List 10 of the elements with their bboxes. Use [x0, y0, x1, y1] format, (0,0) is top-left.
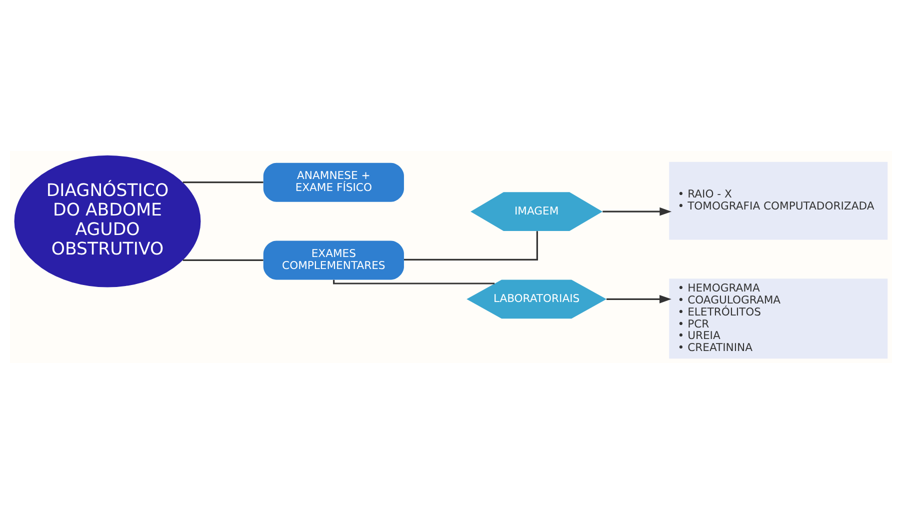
arrow	[606, 295, 672, 304]
connector	[182, 182, 264, 184]
node-box: • RAIO - X • TOMOGRAFIA COMPUTADORIZADA	[669, 162, 888, 240]
connector	[182, 259, 264, 262]
arrow	[602, 207, 672, 216]
node-box: ANAMNESE + EXAME FÍSICO	[263, 162, 404, 202]
node-ellipse: DIAGNÓSTICO DO ABDOME AGUDO OBSTRUTIVO	[14, 155, 201, 288]
node-box: EXAMES COMPLEMENTARES	[263, 240, 404, 280]
node-box: • HEMOGRAMA • COAGULOGRAMA • ELETRÓLITOS • PCR • UREIA • CREATININA	[669, 278, 888, 359]
connector	[404, 231, 538, 261]
